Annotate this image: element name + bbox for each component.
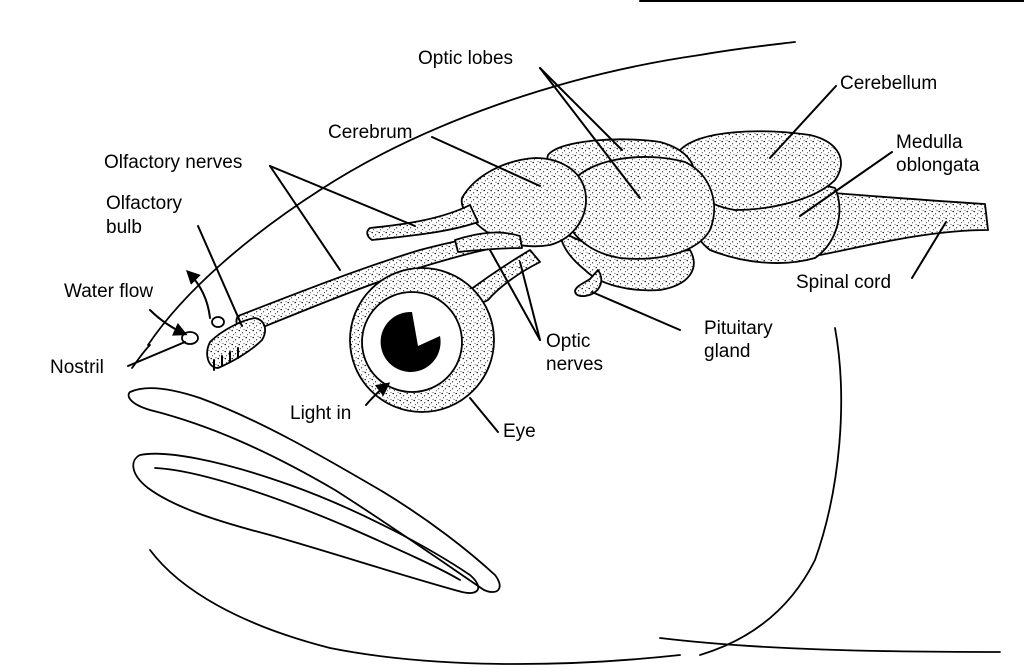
spinal-cord-shape bbox=[819, 191, 989, 256]
leader-optic-nerves-b bbox=[519, 261, 541, 341]
label-olfactory-bulb-line2: bulb bbox=[106, 217, 142, 238]
label-optic-nerves-line1: Optic bbox=[546, 331, 591, 352]
label-light-in: Light in bbox=[290, 403, 352, 424]
label-cerebellum: Cerebellum bbox=[840, 73, 938, 94]
snout-outline bbox=[131, 344, 151, 369]
water-flow-arrow-in bbox=[149, 309, 188, 336]
label-medulla-line1: Medulla bbox=[896, 132, 963, 153]
leader-spinal-cord bbox=[911, 221, 947, 279]
lower-body-line bbox=[659, 637, 1001, 653]
label-medulla-line2: oblongata bbox=[896, 155, 980, 176]
cerebrum-shape bbox=[460, 157, 587, 248]
lower-jaw bbox=[132, 452, 480, 594]
leader-olfactory-bulb bbox=[197, 225, 243, 327]
label-nostril: Nostril bbox=[50, 357, 104, 378]
water-flow-arrow-out bbox=[186, 270, 211, 319]
label-eye: Eye bbox=[503, 421, 536, 442]
leader-cerebellum bbox=[769, 85, 837, 159]
leader-pituitary bbox=[591, 291, 681, 331]
leader-optic-lobes-b bbox=[539, 67, 641, 199]
label-olfactory-nerves: Olfactory nerves bbox=[104, 152, 243, 173]
label-olfactory-bulb-line1: Olfactory bbox=[106, 193, 183, 214]
upper-olfactory-nerve bbox=[366, 204, 479, 241]
leader-olfactory-nerves-a bbox=[269, 165, 416, 227]
label-cerebrum: Cerebrum bbox=[328, 122, 413, 143]
label-pituitary-line2: gland bbox=[704, 341, 751, 362]
leader-nostril bbox=[127, 341, 186, 367]
label-pituitary-line1: Pituitary bbox=[704, 318, 773, 339]
head-top-outline bbox=[147, 41, 796, 346]
nostril-opening-back bbox=[211, 316, 225, 328]
eye-pupil bbox=[380, 311, 441, 372]
leader-optic-lobes-a bbox=[539, 67, 623, 151]
label-optic-lobes: Optic lobes bbox=[418, 48, 514, 69]
light-in-arrow bbox=[365, 382, 391, 406]
head-back-outline bbox=[699, 327, 843, 656]
leader-eye bbox=[469, 397, 499, 433]
label-spinal-cord: Spinal cord bbox=[796, 272, 892, 293]
throat-outline bbox=[149, 549, 681, 665]
label-optic-nerves-line2: nerves bbox=[546, 354, 604, 375]
leader-cerebrum bbox=[431, 136, 541, 187]
label-water-flow: Water flow bbox=[64, 281, 154, 302]
leader-olfactory-nerves-b bbox=[269, 165, 341, 271]
olfactory-tracts bbox=[454, 231, 523, 253]
pituitary-shape bbox=[574, 269, 603, 298]
leader-optic-nerves-a bbox=[489, 249, 541, 341]
lower-jaw-inner bbox=[154, 467, 461, 581]
upper-jaw bbox=[127, 387, 501, 593]
optic-lobe-main bbox=[564, 156, 716, 260]
leader-medulla bbox=[799, 151, 893, 217]
